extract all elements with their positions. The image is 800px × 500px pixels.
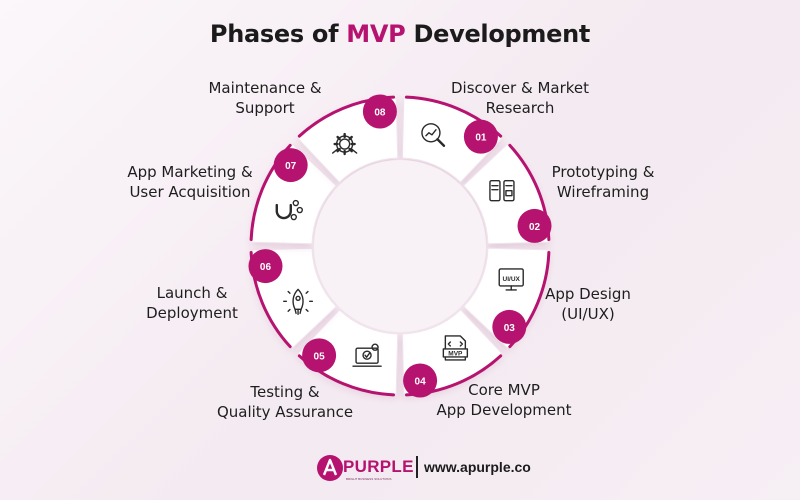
- footer-divider: [416, 456, 418, 478]
- magnifier-chart-icon: [421, 123, 446, 147]
- page-title: Phases of MVP Development: [0, 20, 800, 48]
- phase-segment-07: 07: [249, 143, 337, 245]
- phase-label-07: App Marketing &User Acquisition: [127, 163, 253, 201]
- gear-tools-icon: [331, 132, 358, 156]
- phase-number-01: 01: [475, 133, 487, 144]
- magnet-icon: [275, 199, 303, 221]
- phase-number-02: 02: [529, 222, 541, 233]
- phase-label-05: Testing &Quality Assurance: [216, 383, 354, 421]
- website-url[interactable]: www.apurple.co: [424, 459, 531, 475]
- phase-label-08: Maintenance &Support: [208, 79, 322, 117]
- phase-label-02: Prototyping &Wireframing: [551, 163, 655, 201]
- ui-ux-monitor-icon: UI/UX: [498, 268, 524, 291]
- phase-segment-06: 06: [248, 247, 337, 349]
- phase-segment-05: 05: [297, 309, 399, 397]
- phase-segment-03: 03 UI/UX: [463, 247, 551, 349]
- phase-number-07: 07: [285, 161, 297, 172]
- footer-brand: PURPLE BRIGHT BUSINESS SOLUTIONS www.apu…: [316, 448, 531, 488]
- brand-name: PURPLE: [343, 457, 414, 476]
- wheel-center: [314, 160, 486, 332]
- phase-segment-01: 01: [401, 95, 503, 183]
- phase-label-06: Launch &Deployment: [146, 284, 238, 322]
- phase-label-03: App Design(UI/UX): [545, 285, 631, 323]
- phase-segment-04: 04 MVP: [401, 309, 503, 398]
- phase-number-03: 03: [504, 323, 516, 334]
- phase-segment-08: 08: [297, 94, 399, 183]
- svg-text:UI/UX: UI/UX: [503, 276, 521, 283]
- rocket-launch-icon: [283, 288, 314, 316]
- title-prefix: Phases of: [209, 20, 347, 48]
- svg-text:MVP: MVP: [448, 350, 463, 357]
- phase-segment-02: 02: [463, 143, 552, 245]
- phase-number-05: 05: [314, 351, 326, 362]
- title-suffix: Development: [405, 20, 591, 48]
- testing-laptop-icon: [352, 343, 382, 367]
- phase-number-06: 06: [260, 262, 272, 273]
- apurple-logo-icon: [317, 455, 343, 481]
- wireframe-screens-icon: [489, 179, 515, 202]
- phase-number-04: 04: [415, 377, 427, 388]
- mvp-document-icon: MVP: [442, 335, 469, 361]
- phase-number-08: 08: [374, 107, 386, 118]
- brand-tagline: BRIGHT BUSINESS SOLUTIONS: [346, 477, 392, 481]
- title-accent: MVP: [346, 20, 406, 48]
